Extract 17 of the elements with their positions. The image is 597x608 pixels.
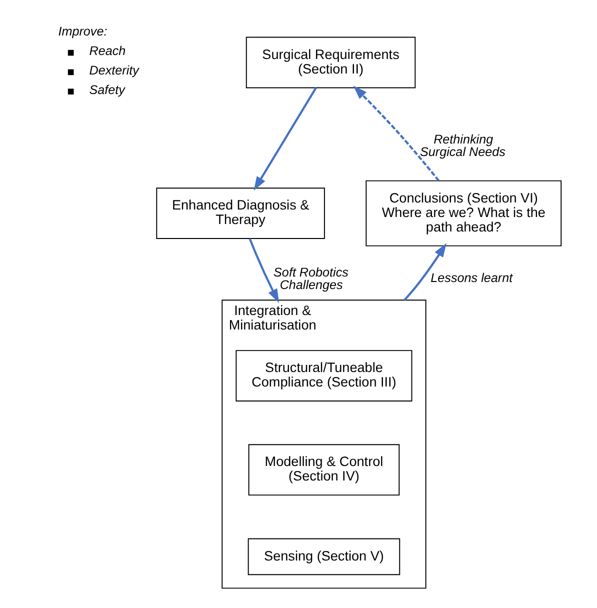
label: Improve: — [58, 24, 107, 39]
node-box: Modelling & Control (Section IV) — [248, 444, 400, 496]
node-box: Sensing (Section V) — [247, 538, 400, 576]
label: Safety — [88, 82, 124, 97]
label: Reach — [88, 44, 126, 58]
arrow — [248, 238, 279, 303]
edge-label: Lessons learnt — [430, 271, 512, 286]
arrow — [403, 243, 446, 301]
node-box: Conclusions (Section VI) Where are we? What is the path ahead? — [365, 180, 562, 246]
arrow — [352, 86, 440, 182]
edge-label: Rethinking Surgical Needs — [419, 132, 505, 159]
label: Dexterity — [88, 64, 138, 78]
edge-label: Soft Robotics Challenges — [273, 265, 348, 292]
arrow — [253, 87, 316, 191]
node-box: Surgical Requirements (Section II) — [245, 36, 416, 88]
node-box: Structural/Tuneable Compliance (Section III) — [235, 350, 412, 402]
node-box: Enhanced Diagnosis & Therapy — [156, 188, 324, 240]
